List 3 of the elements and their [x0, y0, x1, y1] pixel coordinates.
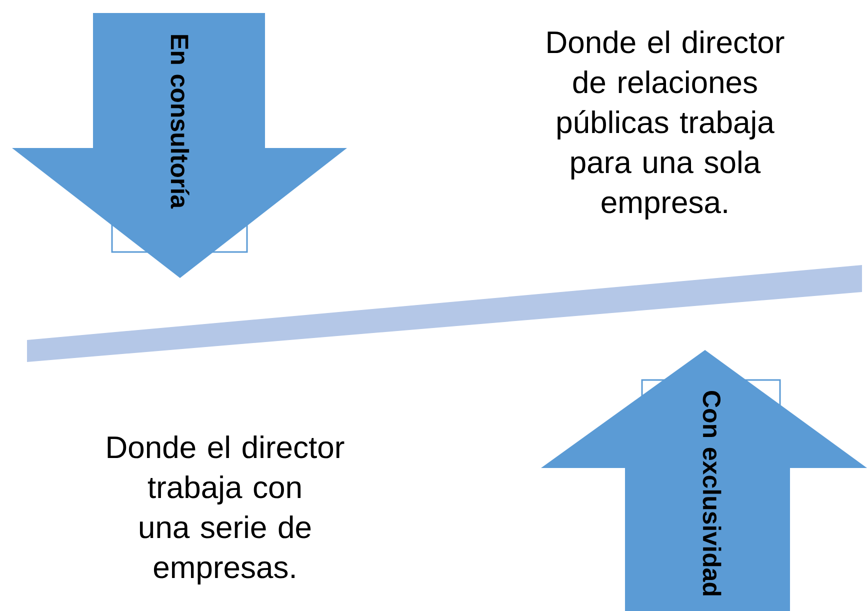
description-text: Donde el director de relaciones públicas trabaja para una sola empresa. [548, 30, 784, 220]
description-text: Donde el director trabaja con una serie de empresas. [108, 436, 344, 584]
balance-bar [27, 265, 862, 362]
